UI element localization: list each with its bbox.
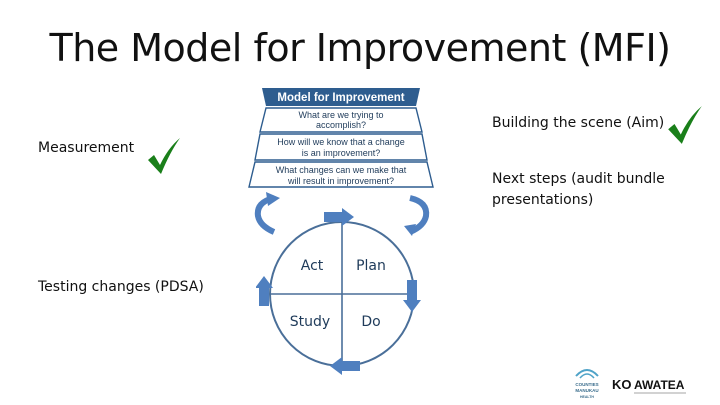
counties-manukau-logo: COUNTIES MANUKAU HEALTH xyxy=(566,366,608,400)
logo-right-mark: KO xyxy=(612,377,632,392)
question-1-line1: What are we trying to xyxy=(298,110,383,120)
question-2-line2: is an improvement? xyxy=(302,148,381,158)
label-next-steps-line1: Next steps (audit bundle xyxy=(492,171,665,187)
question-1-line2: accomplish? xyxy=(316,120,366,130)
cycle-arrow-icon xyxy=(403,280,421,312)
pdsa-do-label: Do xyxy=(361,314,380,330)
pdsa-study-label: Study xyxy=(290,314,330,330)
cycle-arrow-icon xyxy=(404,195,430,236)
question-box-aim xyxy=(259,107,423,133)
question-3-line1: What changes can we make that xyxy=(276,165,407,175)
cycle-arrow-icon xyxy=(330,357,360,375)
label-next-steps-line2: presentations) xyxy=(492,192,594,208)
label-aim: Building the scene (Aim) xyxy=(492,115,665,131)
slide-title: The Model for Improvement (MFI) xyxy=(49,26,671,70)
logo-left-line3: HEALTH xyxy=(580,395,594,399)
model-header-bar xyxy=(262,88,420,106)
label-next-steps: Next steps (audit bundle presentations) xyxy=(492,169,665,211)
label-measurement: Measurement xyxy=(38,140,135,156)
checkmark-icon xyxy=(148,138,180,174)
cycle-arrow-icon xyxy=(256,276,273,306)
model-header-text: Model for Improvement xyxy=(277,92,404,104)
checkmark-icon xyxy=(668,106,702,144)
pdsa-cycle-diagram: Act Plan Study Do xyxy=(256,208,421,375)
ko-awatea-logo: KO AWATEA xyxy=(612,372,688,396)
logo-left-line1: COUNTIES xyxy=(575,382,598,387)
cycle-arrow-icon xyxy=(254,192,280,235)
logo-left-line2: MANUKAU xyxy=(575,388,598,393)
label-testing-changes: Testing changes (PDSA) xyxy=(38,279,204,295)
question-box-measure xyxy=(254,133,428,161)
model-for-improvement-diagram: Model for Improvement What are we trying… xyxy=(248,88,434,188)
logo-right-name: AWATEA xyxy=(634,378,685,392)
question-box-change xyxy=(248,161,434,188)
cycle-arrow-icon xyxy=(324,208,354,226)
question-2-line1: How will we know that a change xyxy=(277,137,405,147)
pdsa-plan-label: Plan xyxy=(356,258,386,274)
pdsa-act-label: Act xyxy=(301,258,324,274)
question-3-line2: will result in improvement? xyxy=(287,176,394,186)
